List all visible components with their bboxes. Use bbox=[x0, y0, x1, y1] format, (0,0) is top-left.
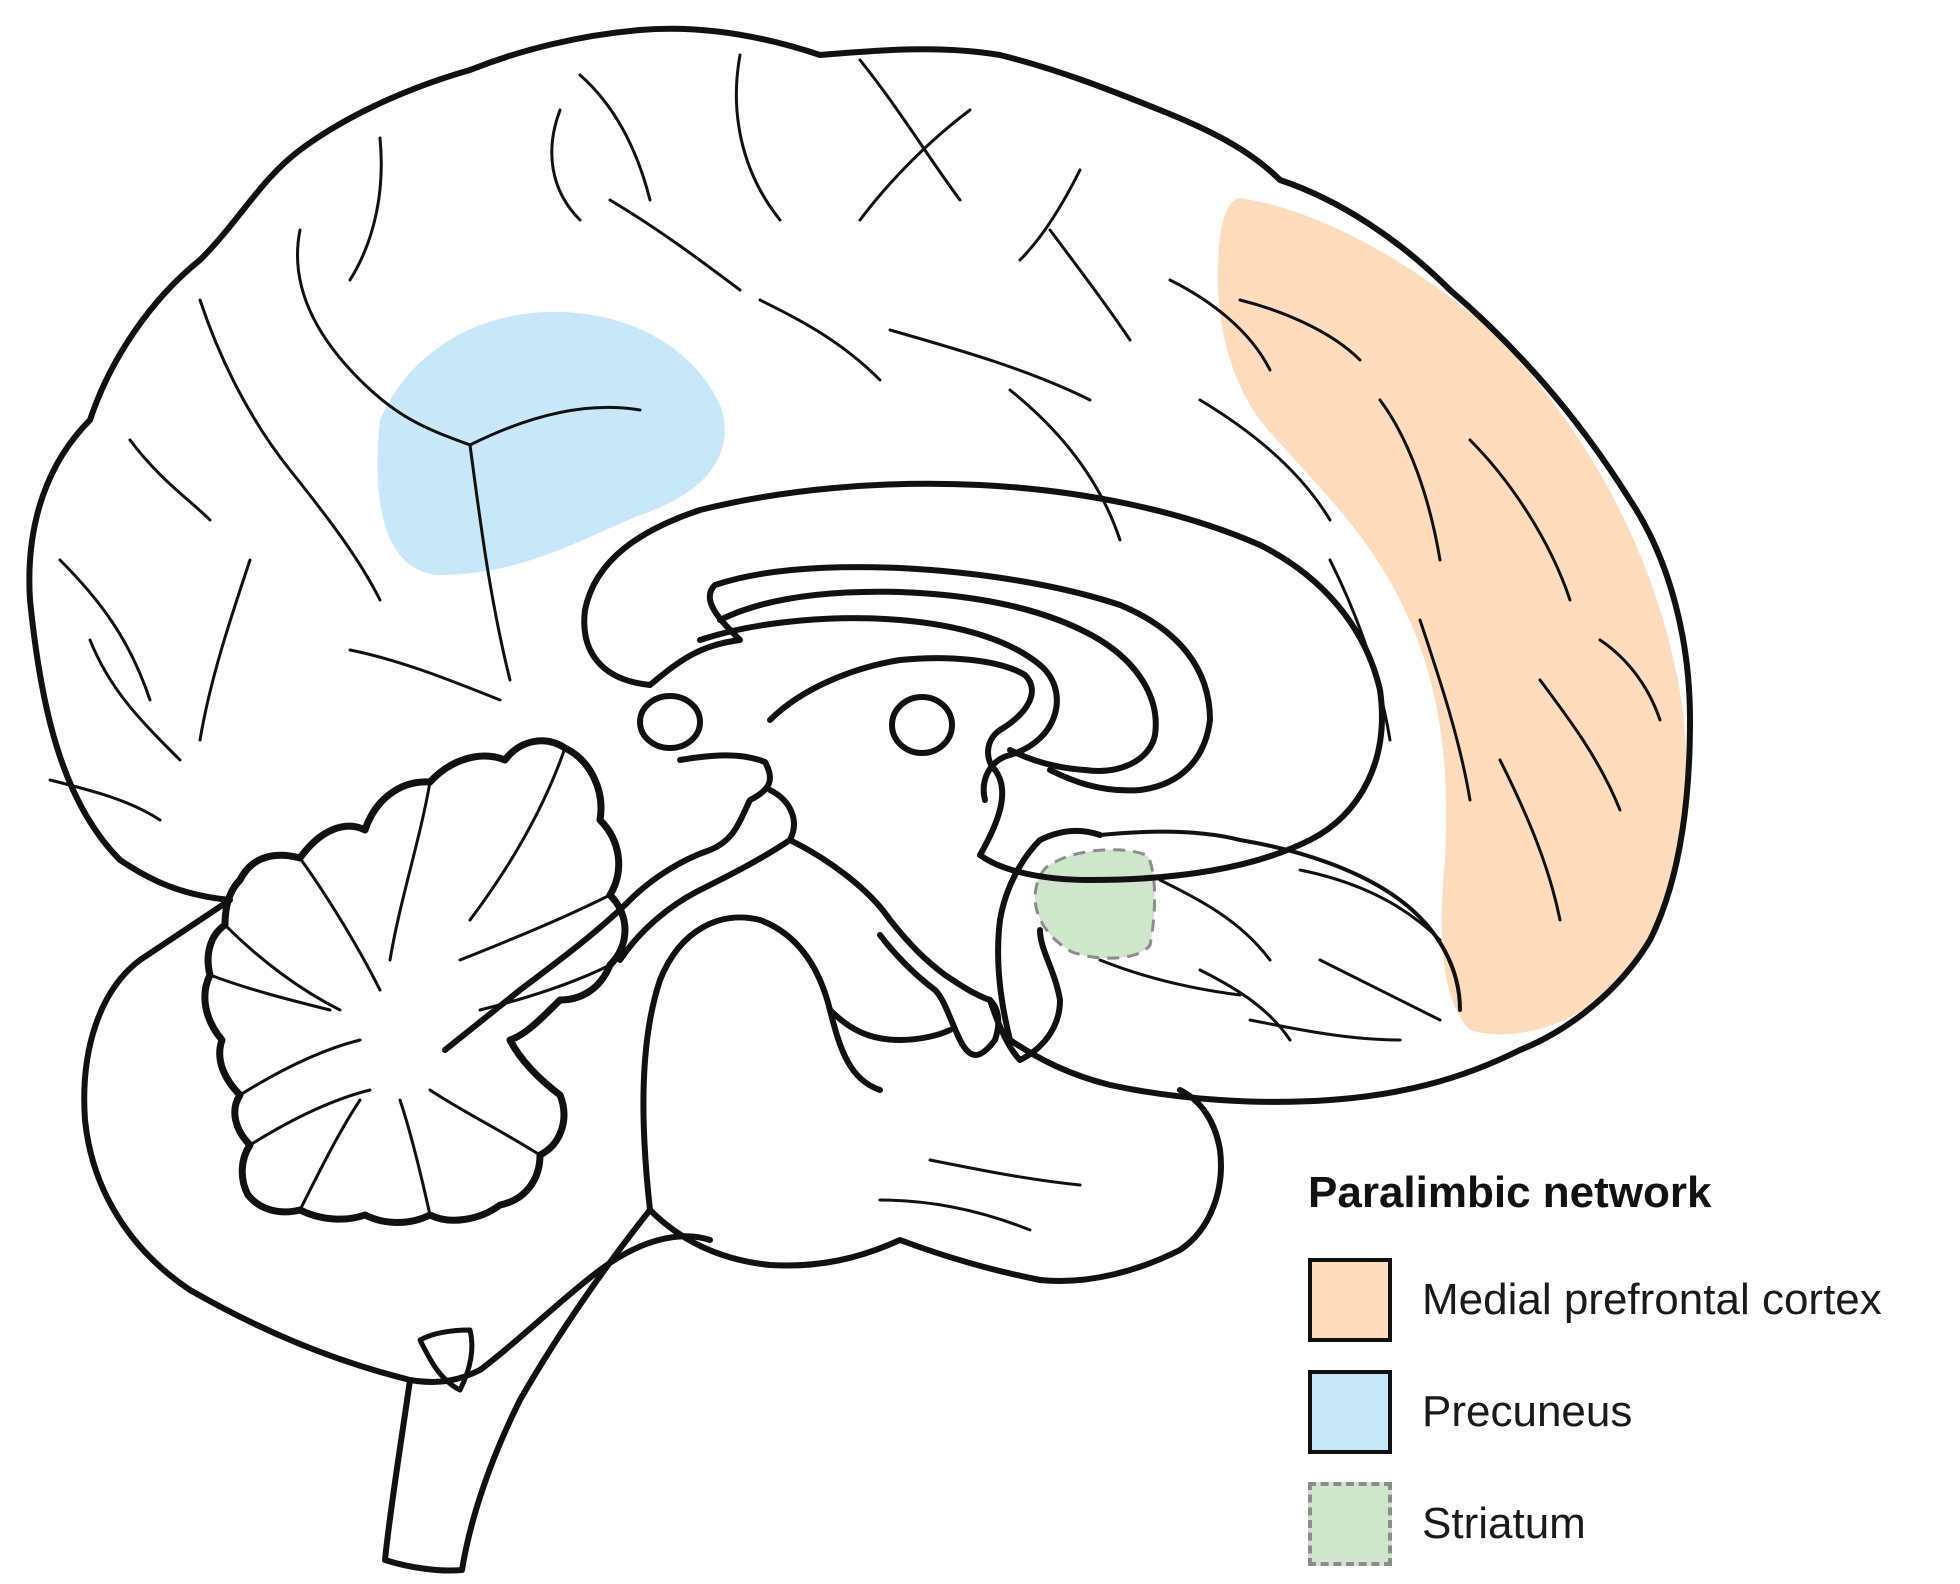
legend-item-striatum: Striatum bbox=[1308, 1468, 1948, 1580]
medial-prefrontal-cortex-region bbox=[1217, 198, 1687, 1035]
cerebrum-outline bbox=[26, 25, 1693, 1105]
swatch-precuneus bbox=[1308, 1370, 1392, 1454]
corpus-callosum bbox=[581, 480, 1385, 883]
legend-label: Striatum bbox=[1422, 1499, 1586, 1548]
brain-line-art bbox=[26, 25, 1693, 1574]
legend-title: Paralimbic network bbox=[1308, 1168, 1712, 1217]
legend-item-medial-prefrontal-cortex: Medial prefrontal cortex bbox=[1308, 1244, 1948, 1356]
precuneus-region bbox=[377, 311, 725, 575]
sulci bbox=[48, 53, 1662, 1232]
legend-label: Medial prefrontal cortex bbox=[1422, 1275, 1882, 1324]
legend-item-precuneus: Precuneus bbox=[1308, 1356, 1948, 1468]
swatch-striatum bbox=[1308, 1482, 1392, 1566]
striatum-region bbox=[1033, 848, 1157, 960]
legend-label: Precuneus bbox=[1422, 1387, 1633, 1436]
brainstem-outline bbox=[382, 1087, 1224, 1574]
cerebellum-outline bbox=[81, 857, 713, 1385]
legend: Paralimbic network Medial prefrontal cor… bbox=[1308, 1168, 1948, 1580]
cerebellum-art bbox=[201, 737, 629, 1226]
swatch-medial-prefrontal-cortex bbox=[1308, 1258, 1392, 1342]
